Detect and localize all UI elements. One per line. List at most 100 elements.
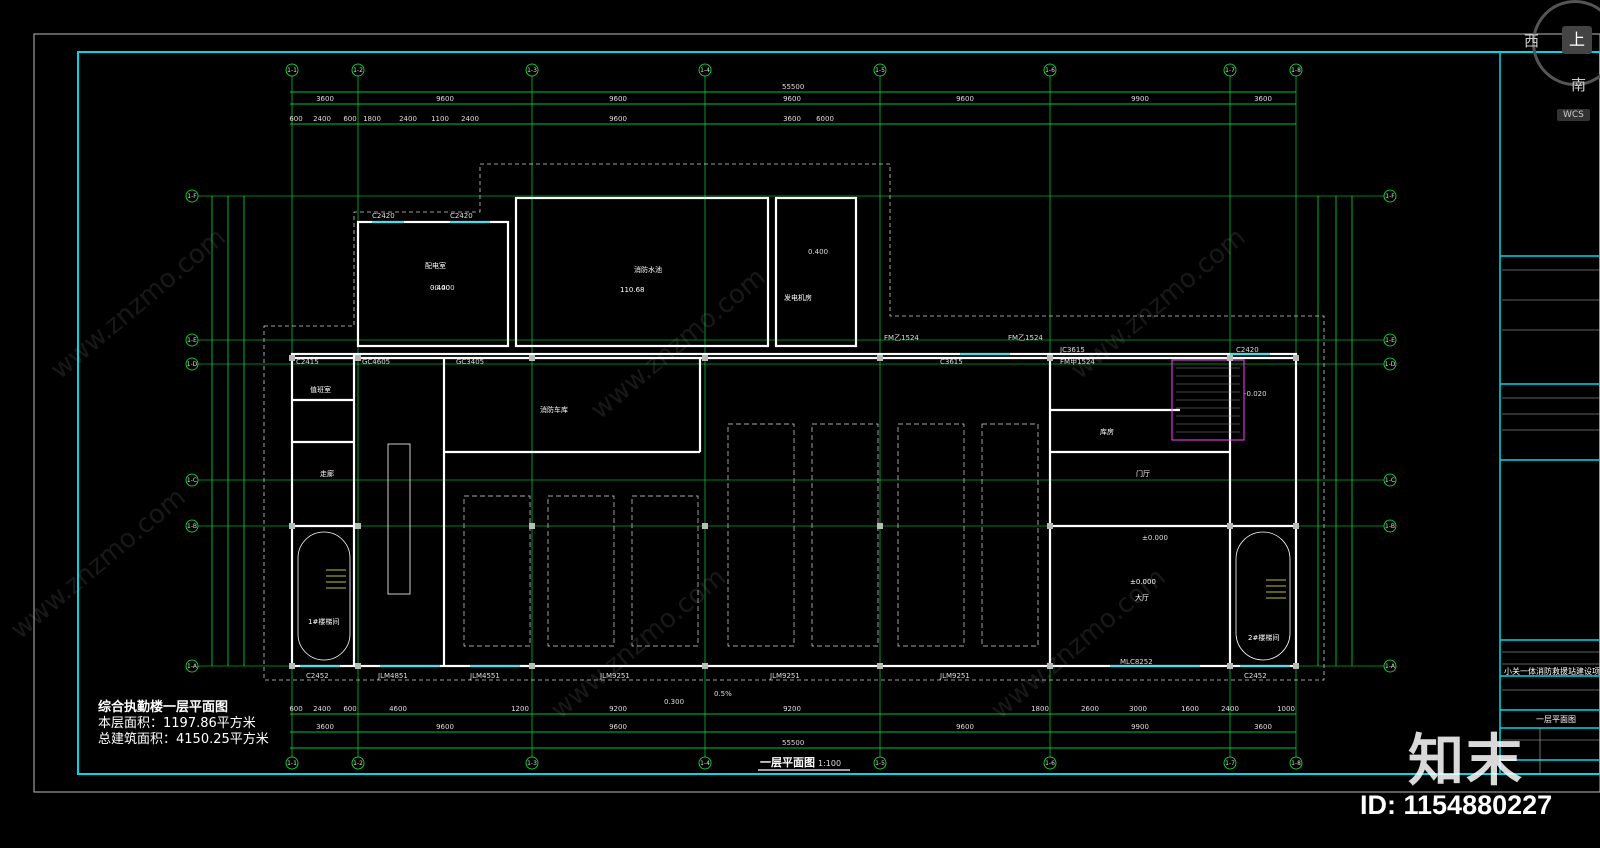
title-block xyxy=(1499,52,1600,774)
axis-bubble xyxy=(698,63,712,77)
svg-text:www.znzmo.com: www.znzmo.com xyxy=(985,562,1171,725)
axis-bubble xyxy=(185,357,199,371)
drawing-scale: 1:100 xyxy=(818,759,841,768)
dimension-text: 3000 xyxy=(1129,705,1147,713)
column xyxy=(1227,523,1233,529)
column xyxy=(355,663,361,669)
dimension-text: 3600 xyxy=(316,95,334,103)
room-tank: 消防水池 xyxy=(634,265,662,274)
axis-label-h: 1-C xyxy=(187,477,197,484)
level-mark: -0.020 xyxy=(1244,390,1267,398)
viewcube-ring[interactable] xyxy=(1532,0,1600,86)
opening-label: JLM4551 xyxy=(469,672,500,680)
dimension-text: 9200 xyxy=(783,705,801,713)
dimension-text: 1000 xyxy=(1277,705,1295,713)
axis-bubble xyxy=(1383,519,1397,533)
svg-text:www.znzmo.com: www.znzmo.com xyxy=(5,482,191,645)
inner-frame xyxy=(77,51,1600,775)
wcs-menu-button[interactable]: WCS xyxy=(1557,109,1590,121)
walls xyxy=(290,196,1298,668)
axis-label-v: 1-1 xyxy=(287,67,297,74)
opening-label: GC4605 xyxy=(362,358,390,366)
opening-label: JLM4851 xyxy=(377,672,408,680)
room-stair1: 1#楼梯间 xyxy=(308,617,339,626)
axis-bubble xyxy=(1383,357,1397,371)
axis-label-v: 1-4 xyxy=(700,760,710,767)
axis-label-v: 1-5 xyxy=(875,67,885,74)
dimension-text: 1100 xyxy=(431,115,449,123)
dimension-text: 9600 xyxy=(956,95,974,103)
viewcube-west-label[interactable]: 西 xyxy=(1524,32,1540,50)
dimension-text: 4600 xyxy=(389,705,407,713)
dimension-text: 3600 xyxy=(783,115,801,123)
axis-label-v: 1-7 xyxy=(1225,67,1235,74)
column xyxy=(1047,355,1053,361)
axis-bubble xyxy=(1289,63,1303,77)
column xyxy=(702,355,708,361)
dimension-text: 9600 xyxy=(609,95,627,103)
column xyxy=(529,663,535,669)
axis-bubble xyxy=(1383,189,1397,203)
viewcube-south-label[interactable]: 南 xyxy=(1571,76,1587,94)
room-tank-level: 110.68 xyxy=(620,286,645,294)
axis-label-v: 1-2 xyxy=(353,760,363,767)
axis-label-h: 1-E xyxy=(1385,337,1395,344)
dimension-text: 1200 xyxy=(511,705,529,713)
axis-label-v: 1-3 xyxy=(527,760,537,767)
site-boundary xyxy=(263,163,1325,681)
summary-total-area: 总建筑面积：4150.25平方米 xyxy=(98,732,269,747)
room-hall-level: ±0.000 xyxy=(1130,578,1156,586)
axis-bubble xyxy=(351,756,365,770)
axis-bubble xyxy=(1223,63,1237,77)
axis-label-v: 1-6 xyxy=(1045,67,1055,74)
opening-label: C2420 xyxy=(1236,346,1259,354)
dimension-text: 2400 xyxy=(399,115,417,123)
dimension-text: 600 xyxy=(289,705,302,713)
dimension-text: 600 xyxy=(343,705,356,713)
room-corridor: 走廊 xyxy=(320,469,334,478)
stair-left xyxy=(297,443,411,661)
dimension-text: 9600 xyxy=(956,723,974,731)
opening-label: C2452 xyxy=(1244,672,1267,680)
summary-title: 综合执勤楼一层平面图 xyxy=(98,700,229,715)
drawing-title: 一层平面图 xyxy=(760,756,815,769)
watermark-logo: 知末 xyxy=(1408,729,1524,794)
stair-right xyxy=(1235,531,1291,661)
opening-label: C3615 xyxy=(940,358,963,366)
viewcube-top-face[interactable]: 上 xyxy=(1562,26,1592,54)
dimension-text: 9600 xyxy=(783,95,801,103)
room-garage: 消防车库 xyxy=(540,405,568,414)
column xyxy=(877,523,883,529)
opening-label: JLM9251 xyxy=(599,672,630,680)
axis-label-v: 1-5 xyxy=(875,760,885,767)
column xyxy=(355,355,361,361)
hatched-room xyxy=(1171,359,1245,441)
dimension-text: 9900 xyxy=(1131,95,1149,103)
column xyxy=(355,523,361,529)
dim-total-top: 55500 xyxy=(782,83,804,91)
dimension-text: 6000 xyxy=(816,115,834,123)
axis-bubble xyxy=(525,63,539,77)
column xyxy=(877,663,883,669)
axis-label-h: 1-B xyxy=(187,523,197,530)
axis-bubble xyxy=(525,756,539,770)
column xyxy=(289,663,295,669)
axis-label-h: 1-F xyxy=(1385,193,1395,200)
level-mark: 0.300 xyxy=(664,698,684,706)
axis-label-h: 1-D xyxy=(1385,361,1396,368)
svg-text:www.znzmo.com: www.znzmo.com xyxy=(45,222,231,385)
axis-label-h: 1-F xyxy=(187,193,197,200)
opening-label: FM乙1524 xyxy=(1008,334,1043,342)
dimension-text: 9600 xyxy=(609,723,627,731)
column xyxy=(1293,523,1299,529)
dimension-text: 3600 xyxy=(1254,95,1272,103)
room-lobby: 门厅 xyxy=(1136,469,1150,478)
level-mark: -0.400 xyxy=(432,284,455,292)
axis-label-h: 1-C xyxy=(1385,477,1395,484)
room-hall: 大厅 xyxy=(1135,593,1149,602)
axis-bubble xyxy=(1383,659,1397,673)
opening-label: FM甲1524 xyxy=(1060,358,1095,366)
opening-label: GC3405 xyxy=(456,358,484,366)
title-block-project: 小关一体消防救援站建设项目 xyxy=(1504,666,1600,676)
